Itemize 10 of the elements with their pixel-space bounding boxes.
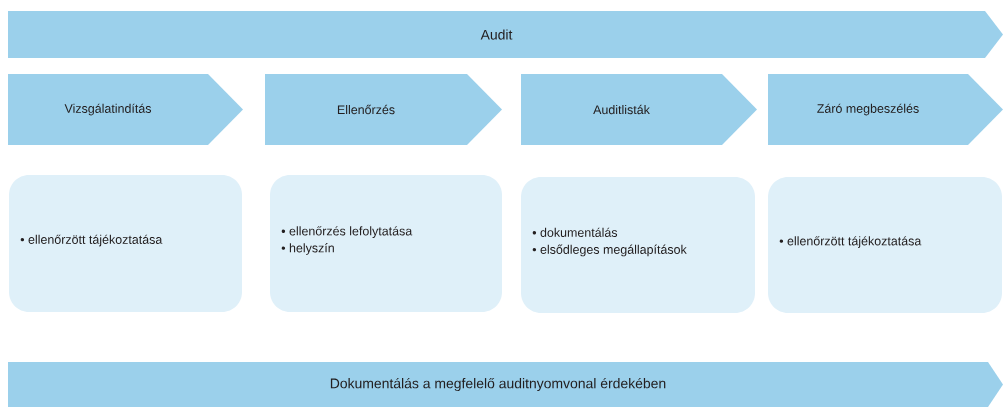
step-banner: Záró megbeszélés <box>768 74 1003 145</box>
arrow-band: Dokumentálás a megfelelő auditnyomvonal érdekében <box>8 362 1003 407</box>
rounded-box: • ellenőrzött tájékoztatása <box>768 177 1002 313</box>
step-banner: Auditlisták <box>521 74 757 145</box>
rounded-box: • ellenőrzés lefolytatása • helyszín <box>270 175 502 312</box>
step-banner: Ellenőrzés <box>265 74 502 145</box>
rounded-box: • ellenőrzött tájékoztatása <box>9 175 242 312</box>
rounded-box: • dokumentálás • elsődleges megállapítások <box>521 177 755 313</box>
arrow-band: Audit <box>8 11 1003 58</box>
step-banner: Vizsgálatindítás <box>8 74 243 145</box>
